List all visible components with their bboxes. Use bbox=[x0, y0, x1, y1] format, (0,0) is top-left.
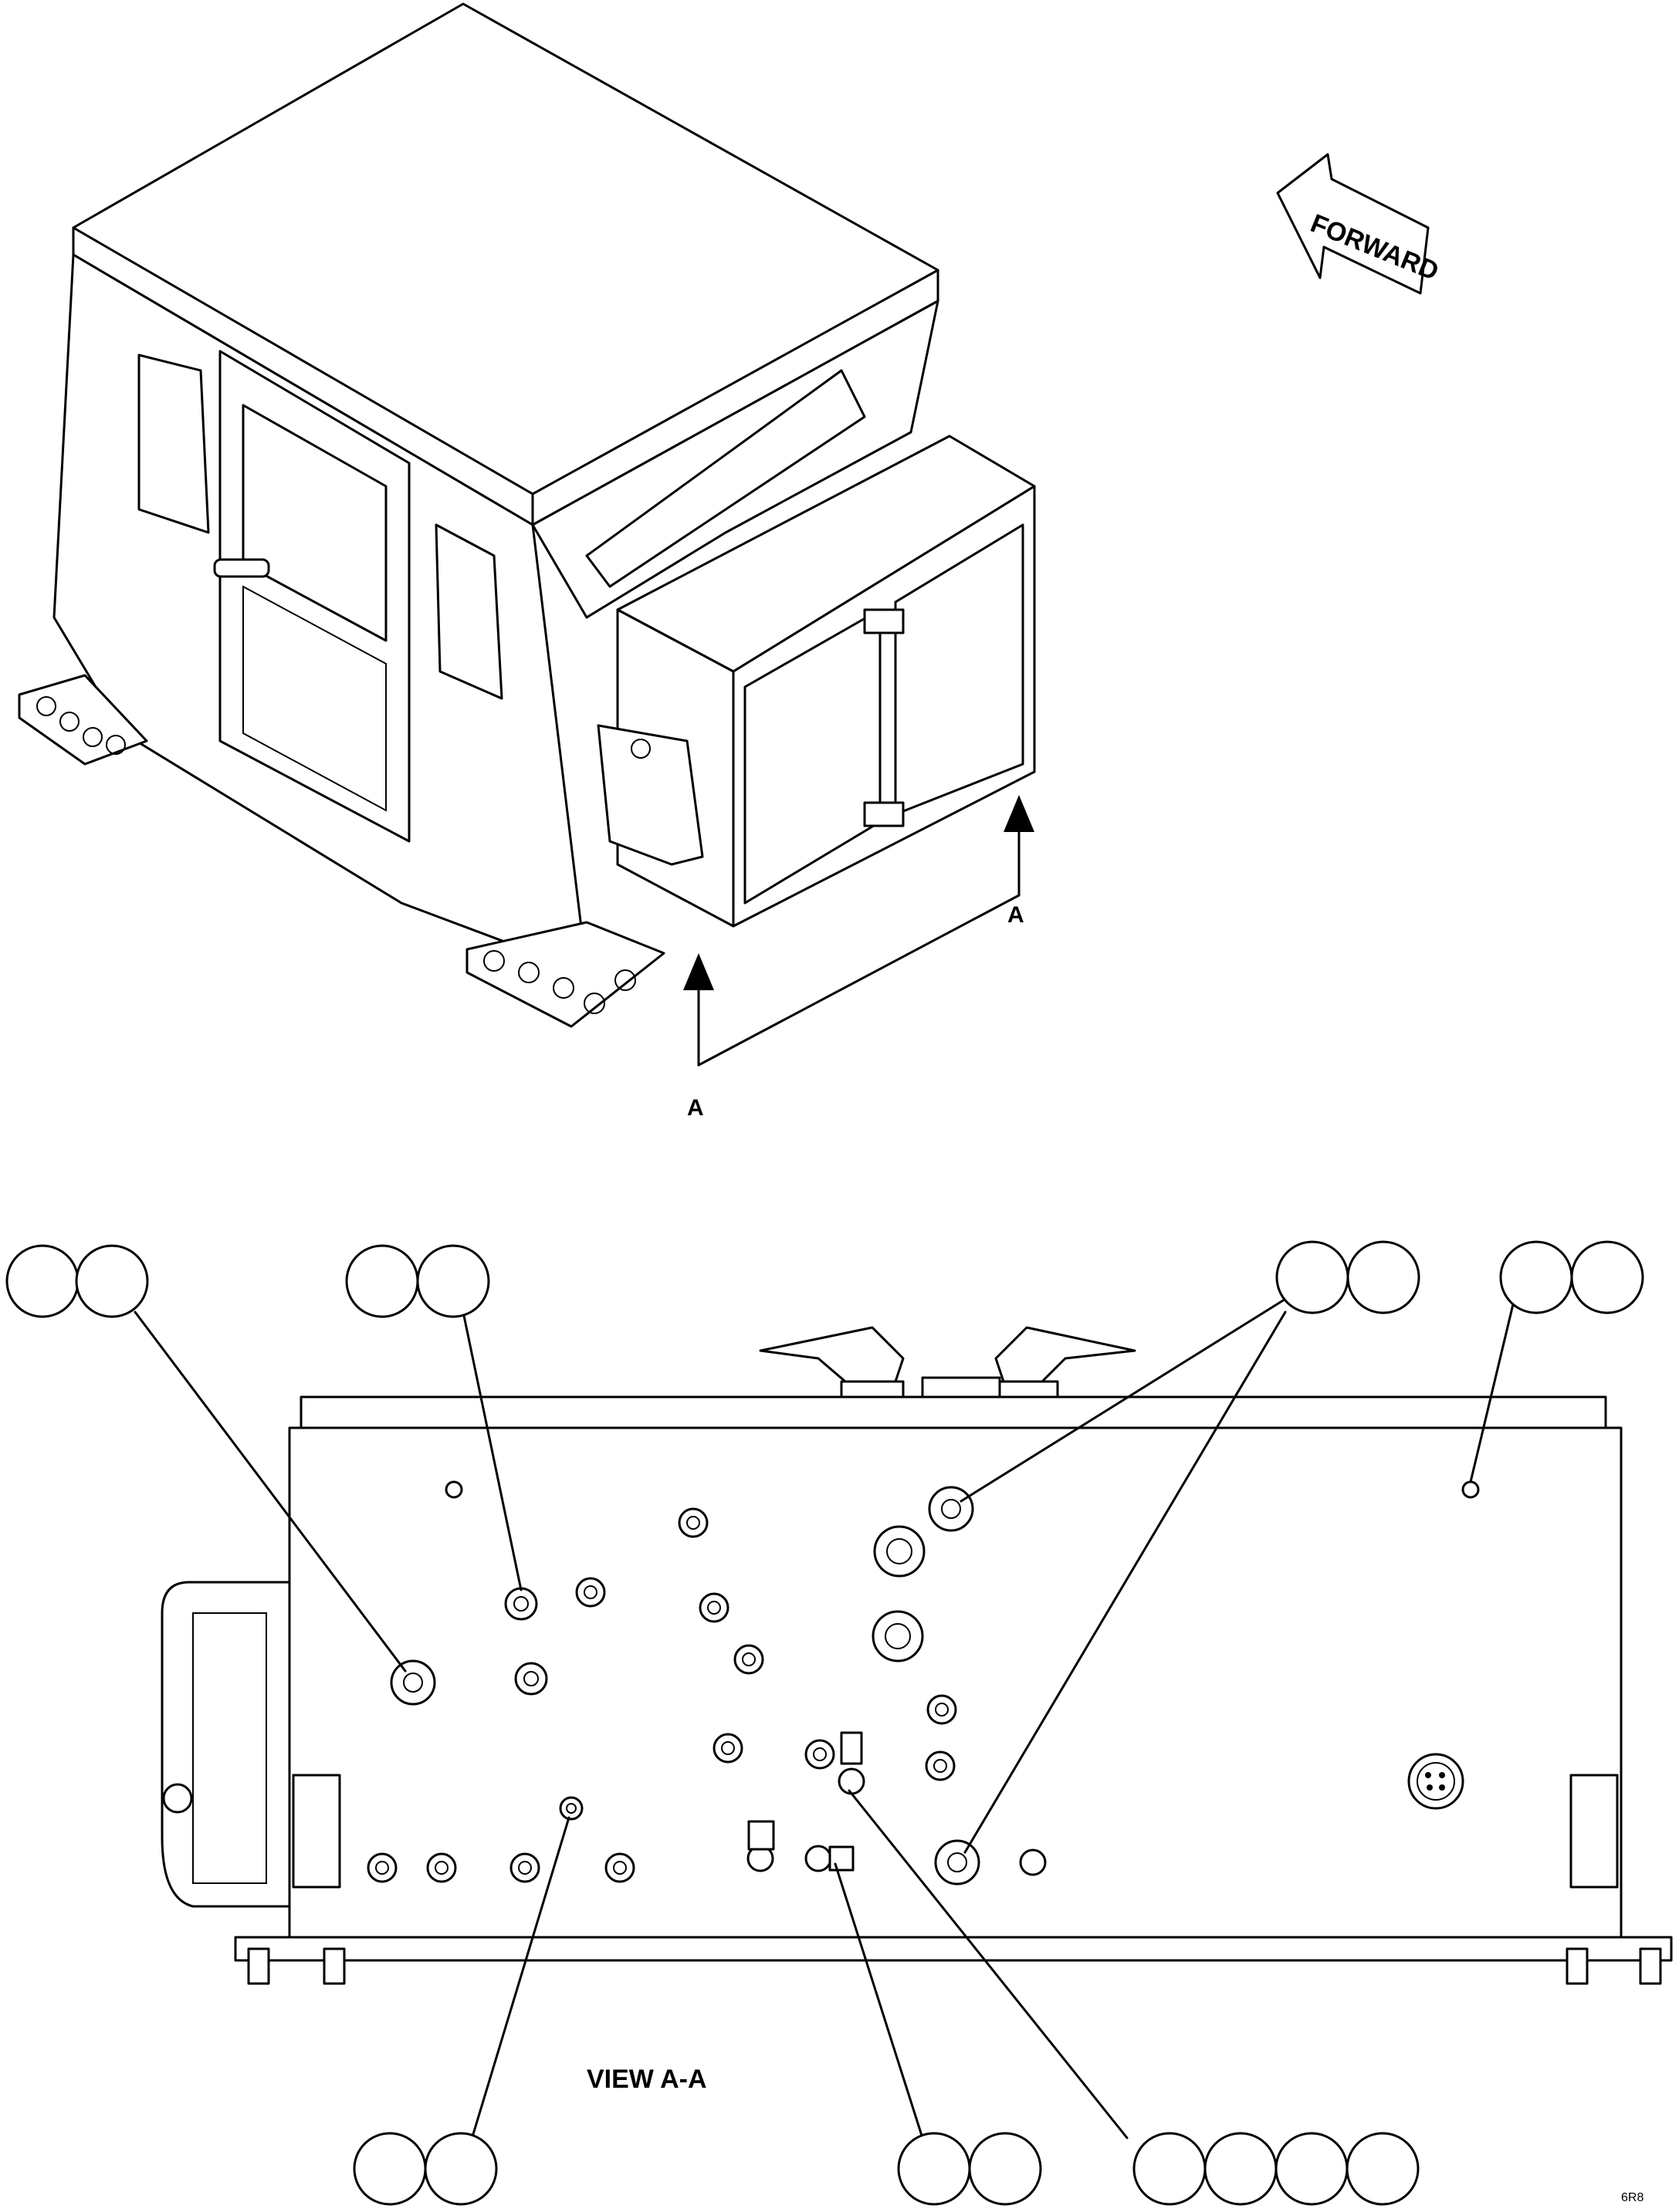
callout-bubble bbox=[1346, 1240, 1420, 1314]
callout-bubble bbox=[1132, 2132, 1207, 2206]
cab-rear-window bbox=[137, 353, 210, 534]
callout-group-lower-right bbox=[1132, 2132, 1420, 2206]
section-marker-right: A bbox=[1007, 902, 1024, 928]
panel-top-rail bbox=[300, 1395, 1607, 1429]
panel-bottom-flange bbox=[234, 1936, 1673, 1962]
control-module bbox=[597, 724, 704, 866]
door-handle bbox=[213, 558, 270, 578]
side-handle-bracket bbox=[161, 1581, 291, 1908]
callout-bubble bbox=[75, 1244, 149, 1318]
base-bolts bbox=[247, 1947, 1662, 1985]
callout-bubble bbox=[897, 2132, 971, 2206]
panel-fasteners bbox=[367, 1480, 1480, 1886]
cab-side-window bbox=[435, 523, 503, 700]
forward-arrow: FORWARD bbox=[1276, 153, 1443, 295]
drawing-code: 6R8 bbox=[1621, 2191, 1643, 2204]
section-line bbox=[697, 894, 1021, 1067]
electrical-box-door-right bbox=[894, 523, 1024, 816]
door-latch-upper bbox=[863, 608, 905, 634]
callout-group-upper-center-left bbox=[345, 1244, 490, 1318]
callout-group-lower-left bbox=[353, 2132, 498, 2206]
callout-bubble bbox=[416, 1244, 490, 1318]
leader-lines bbox=[134, 1295, 1515, 2143]
callout-bubble bbox=[968, 2132, 1042, 2206]
callout-bubble bbox=[1346, 2132, 1420, 2206]
callout-bubble bbox=[1203, 2132, 1278, 2206]
section-marker-left: A bbox=[687, 1095, 704, 1121]
callout-bubble bbox=[424, 2132, 498, 2206]
callout-bubble bbox=[1499, 1240, 1573, 1314]
callout-bubble bbox=[353, 2132, 427, 2206]
callout-group-upper-center-right bbox=[1275, 1240, 1420, 1314]
section-arrow-right bbox=[1004, 795, 1034, 897]
cab-base-plate-right bbox=[465, 921, 665, 1028]
door-window bbox=[242, 404, 388, 642]
callout-bubble bbox=[1274, 2132, 1349, 2206]
forward-arrow-shape bbox=[1276, 153, 1430, 295]
view-title: VIEW A-A bbox=[587, 2065, 707, 2094]
right-mount-bracket bbox=[1569, 1774, 1619, 1889]
left-mount-bracket bbox=[292, 1774, 341, 1889]
callout-group-upper-right bbox=[1499, 1240, 1644, 1314]
callout-group-lower-center bbox=[897, 2132, 1042, 2206]
callout-bubble bbox=[1275, 1240, 1349, 1314]
callout-bubble bbox=[1570, 1240, 1644, 1314]
door-latch-lower bbox=[863, 801, 905, 827]
section-arrow-left bbox=[683, 953, 714, 1067]
circular-connector bbox=[1407, 1753, 1464, 1810]
cab-front-window bbox=[585, 369, 866, 588]
callout-group-upper-left bbox=[5, 1244, 149, 1318]
callout-bubble bbox=[5, 1244, 80, 1318]
cab-isometric-view: A A bbox=[18, 2, 1036, 1121]
view-a-a: VIEW A-A bbox=[5, 1240, 1673, 2206]
callout-bubble bbox=[345, 1244, 419, 1318]
